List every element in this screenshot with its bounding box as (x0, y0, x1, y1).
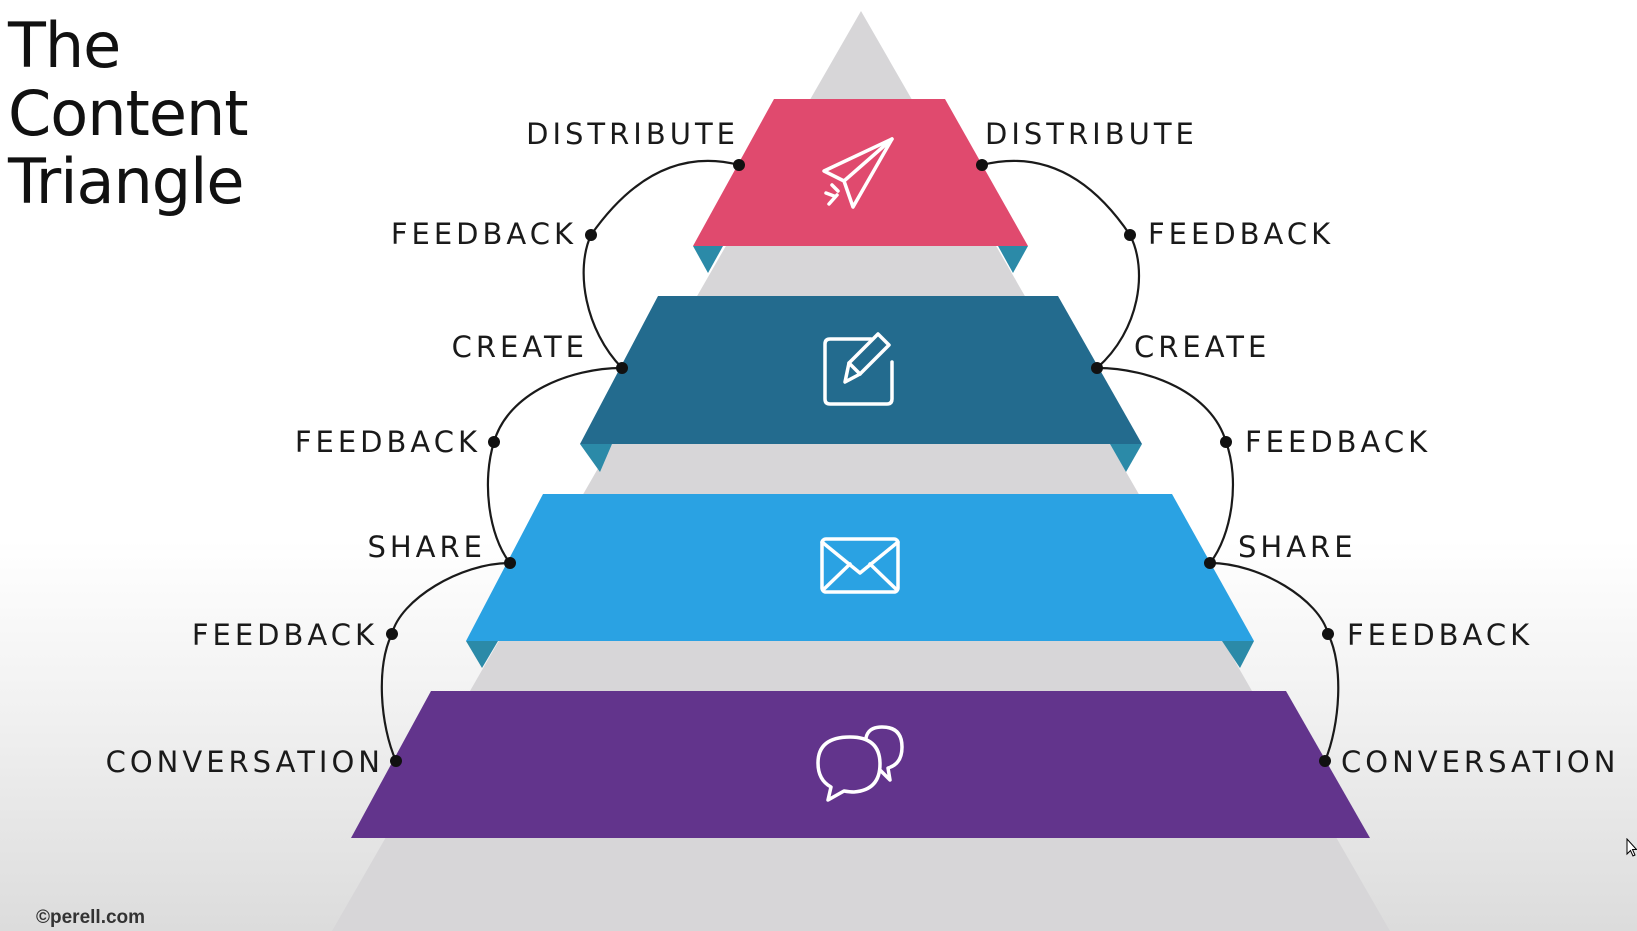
paper-plane-icon (822, 137, 894, 209)
mouse-cursor-icon (1626, 838, 1637, 857)
left-label-feedback-3: FEEDBACK (192, 618, 378, 652)
title-line-1: The (8, 9, 121, 82)
right-label-feedback-3: FEEDBACK (1347, 618, 1533, 652)
left-label-feedback-1: FEEDBACK (391, 217, 577, 251)
title-line-3: Triangle (8, 145, 244, 218)
right-label-feedback-2: FEEDBACK (1245, 425, 1431, 459)
left-label-conversation: CONVERSATION (106, 745, 384, 779)
left-loop-dots (386, 159, 745, 767)
create-band (580, 296, 1142, 444)
title-line-2: Content (8, 77, 249, 150)
page-title: The Content Triangle (8, 9, 249, 218)
band-edges (466, 246, 1254, 668)
share-band (466, 494, 1254, 641)
chat-bubbles-icon (816, 725, 904, 802)
right-loop-dots (976, 159, 1334, 767)
copyright-credit: ©perell.com (36, 907, 146, 928)
left-label-feedback-2: FEEDBACK (295, 425, 481, 459)
left-loop-lines (380, 159, 740, 762)
distribute-band (693, 99, 1028, 246)
right-loop-lines (981, 159, 1340, 762)
left-label-share: SHARE (367, 530, 486, 564)
left-label-create: CREATE (452, 330, 588, 364)
right-label-feedback-1: FEEDBACK (1148, 217, 1334, 251)
right-label-distribute: DISTRIBUTE (985, 117, 1198, 151)
right-label-create: CREATE (1134, 330, 1270, 364)
right-label-conversation: CONVERSATION (1341, 745, 1619, 779)
envelope-icon (820, 537, 900, 594)
edit-note-icon (823, 332, 894, 406)
left-label-distribute: DISTRIBUTE (526, 117, 739, 151)
right-label-share: SHARE (1238, 530, 1357, 564)
